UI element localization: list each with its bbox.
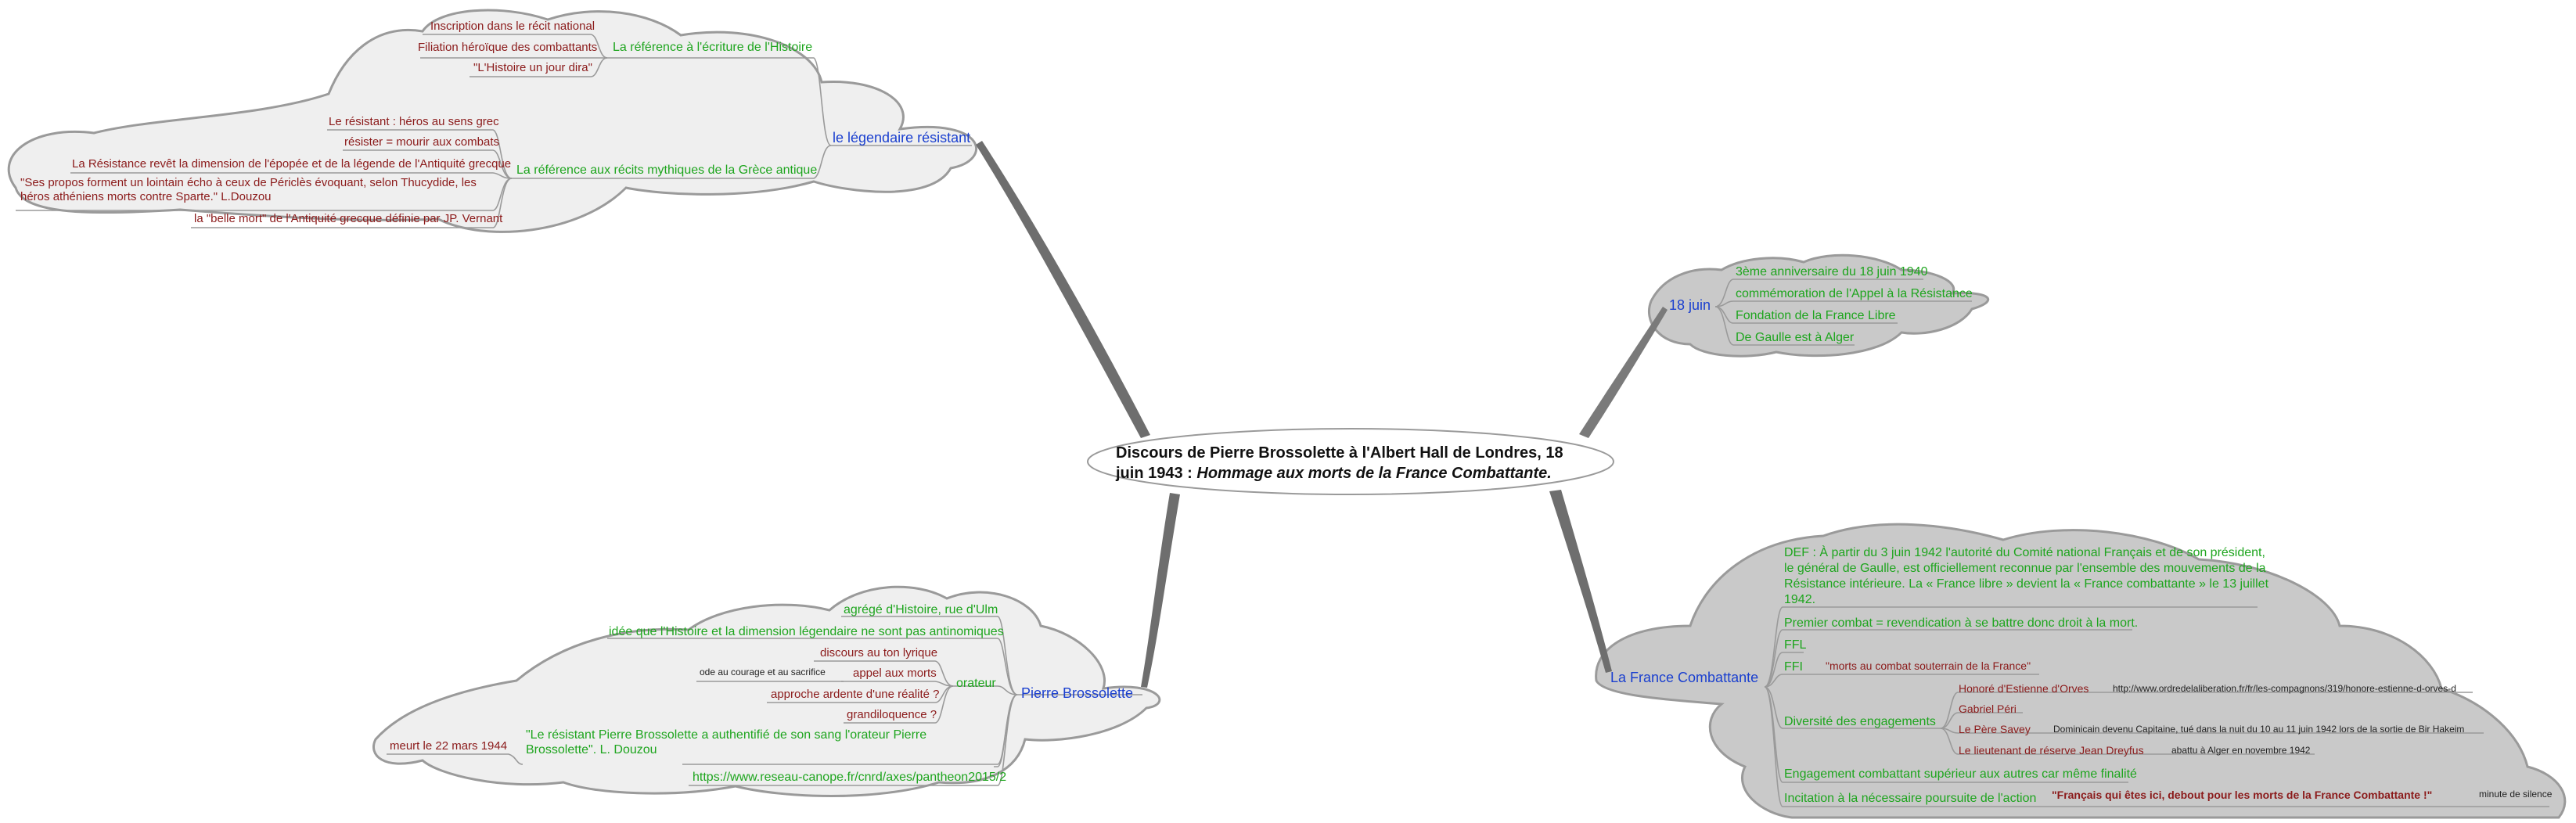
france-connectors <box>1764 606 2549 807</box>
leaf-definition[interactable]: DEF : À partir du 3 juin 1942 l'autorité… <box>1784 546 2269 606</box>
leaf-dreyfus-note[interactable]: abattu à Alger en novembre 1942 <box>2171 745 2311 756</box>
leaf-resistance-epopee[interactable]: La Résistance revêt la dimension de l'ép… <box>72 157 512 171</box>
branch-to-france <box>1549 490 1612 673</box>
leaf-gabriel-peri[interactable]: Gabriel Péri <box>1959 703 2017 715</box>
node-ffi[interactable]: FFI <box>1784 660 1803 674</box>
leaf-approche-ardente[interactable]: approche ardente d'une réalité ? <box>771 688 940 701</box>
leaf-estienne-orves[interactable]: Honoré d'Estienne d'Orves <box>1959 682 2089 695</box>
leaf-pericles-quote[interactable]: "Ses propos forment un lointain écho à c… <box>20 176 477 203</box>
leaf-meurt-22-mars[interactable]: meurt le 22 mars 1944 <box>390 739 508 753</box>
cloud-brossolette <box>372 585 1161 797</box>
juin-connectors <box>1714 279 1972 346</box>
leaf-ffi-note[interactable]: "morts au combat souterrain de la France… <box>1826 659 2031 672</box>
leaf-ode-courage[interactable]: ode au courage et au sacrifice <box>700 667 826 677</box>
node-reference-ecriture-histoire[interactable]: La référence à l'écriture de l'Histoire <box>613 41 813 54</box>
leaf-resistant-heros[interactable]: Le résistant : héros au sens grec <box>329 115 499 128</box>
central-title-plain: Discours de Pierre Brossolette à l'Alber… <box>1116 444 1563 482</box>
branch-to-legendaire <box>976 141 1150 438</box>
leaf-engagement-superieur[interactable]: Engagement combattant supérieur aux autr… <box>1784 767 2137 781</box>
leaf-ffl[interactable]: FFL <box>1784 638 1807 652</box>
leaf-appel-morts[interactable]: appel aux morts <box>853 667 937 680</box>
leaf-de-gaulle-alger[interactable]: De Gaulle est à Alger <box>1736 331 1855 344</box>
cloud-legendaire <box>7 9 978 233</box>
node-18-juin[interactable]: 18 juin <box>1669 297 1711 313</box>
leaf-inscription-recit[interactable]: Inscription dans le récit national <box>430 20 595 33</box>
leaf-idee-histoire[interactable]: idée que l'Histoire et la dimension lége… <box>609 625 1004 638</box>
node-reference-grece-antique[interactable]: La référence aux récits mythiques de la … <box>516 164 818 177</box>
leaf-jean-dreyfus[interactable]: Le lieutenant de réserve Jean Dreyfus <box>1959 744 2144 757</box>
leaf-agrege-histoire[interactable]: agrégé d'Histoire, rue d'Ulm <box>844 603 998 616</box>
link-ordre-liberation[interactable]: http://www.ordredelaliberation.fr/fr/les… <box>2113 683 2456 694</box>
leaf-francais-debout-quote[interactable]: "Français qui êtes ici, debout pour les … <box>2052 789 2433 801</box>
legendaire-connectors <box>16 34 972 228</box>
leaf-histoire-un-jour[interactable]: "L'Histoire un jour dira" <box>473 61 592 74</box>
node-pierre-brossolette[interactable]: Pierre Brossolette <box>1021 685 1134 701</box>
node-orateur[interactable]: orateur <box>956 677 996 690</box>
leaf-3eme-anniversaire[interactable]: 3ème anniversaire du 18 juin 1940 <box>1736 265 1928 279</box>
node-france-combattante[interactable]: La France Combattante <box>1610 670 1759 685</box>
leaf-grandiloquence[interactable]: grandiloquence ? <box>847 708 937 721</box>
central-title-italic: Hommage aux morts de la France Combattan… <box>1196 465 1552 482</box>
central-title: Discours de Pierre Brossolette à l'Alber… <box>1116 443 1585 483</box>
leaf-premier-combat[interactable]: Premier combat = revendication à se batt… <box>1784 616 2139 630</box>
link-reseau-canope[interactable]: https://www.reseau-canope.fr/cnrd/axes/p… <box>693 771 1007 784</box>
leaf-commemoration-appel[interactable]: commémoration de l'Appel à la Résistance <box>1736 287 1973 300</box>
branch-to-brossolette <box>1141 493 1180 688</box>
branch-to-juin <box>1579 307 1668 438</box>
leaf-pere-savey[interactable]: Le Père Savey <box>1959 723 2031 735</box>
leaf-filiation-heroique[interactable]: Filiation héroïque des combattants <box>418 41 598 54</box>
brossolette-connectors <box>387 616 1142 786</box>
cloud-france <box>1595 523 2567 819</box>
leaf-fondation-france-libre[interactable]: Fondation de la France Libre <box>1736 309 1896 322</box>
cloud-juin <box>1647 253 1990 358</box>
central-node <box>1087 428 1614 495</box>
leaf-resister-mourir[interactable]: résister = mourir aux combats <box>344 135 499 149</box>
node-diversite-engagements[interactable]: Diversité des engagements <box>1784 715 1936 728</box>
leaf-belle-mort[interactable]: la "belle mort" de l'Antiquité grecque d… <box>194 212 503 225</box>
leaf-minute-silence[interactable]: minute de silence <box>2479 789 2553 800</box>
leaf-brossolette-quote[interactable]: "Le résistant Pierre Brossolette a authe… <box>526 728 927 757</box>
node-incitation-action[interactable]: Incitation à la nécessaire poursuite de … <box>1784 792 2037 805</box>
leaf-savey-note[interactable]: Dominicain devenu Capitaine, tué dans la… <box>2053 724 2465 735</box>
leaf-discours-lyrique[interactable]: discours au ton lyrique <box>820 646 938 659</box>
node-legendaire-resistant[interactable]: le légendaire résistant <box>833 130 971 146</box>
